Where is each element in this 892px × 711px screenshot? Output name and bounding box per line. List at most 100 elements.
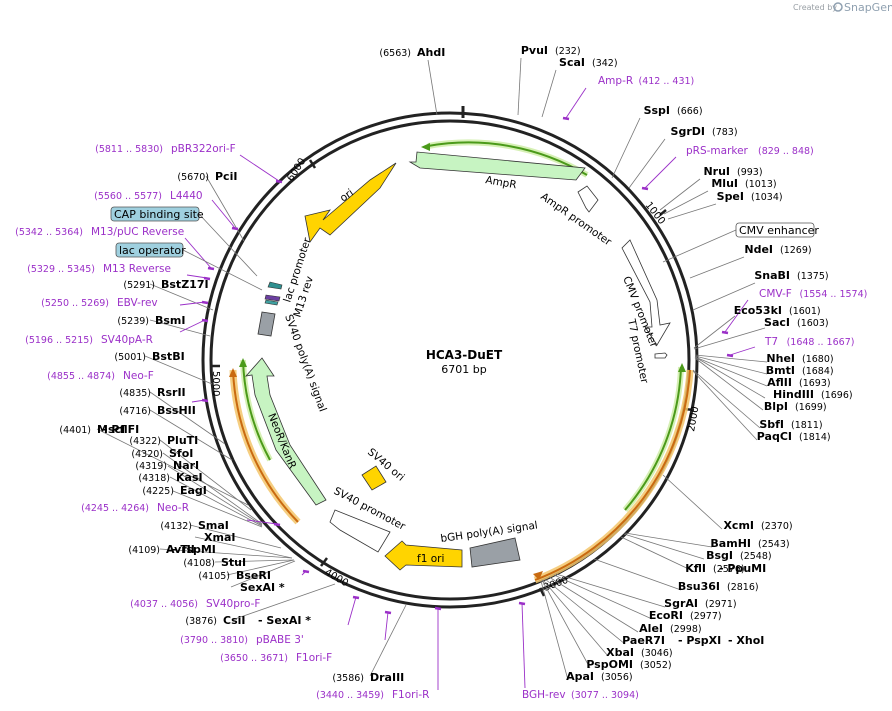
enzyme-label: AflII(1693) [767, 376, 830, 389]
enzyme-label: SnaBI(1375) [754, 269, 828, 282]
enzyme-position: (1811) [791, 420, 823, 431]
enzyme-position: (4225) [142, 486, 174, 497]
enzyme-name: BmtI [766, 364, 795, 377]
enzyme-label: (4108) StuI [183, 556, 246, 569]
enzyme-position: (1601) [789, 306, 821, 317]
enzyme-label: NheI(1680) [766, 352, 833, 365]
backbone-arcs [229, 139, 694, 584]
cmv-promoter-feature [621, 239, 671, 346]
enzyme-label: (4322)PluTI [129, 434, 198, 447]
enzyme-position: (3876) [185, 616, 217, 627]
enzyme-position: (2971) [705, 599, 737, 610]
enzyme-name: PaqCI [757, 430, 792, 443]
inner-features [244, 151, 671, 571]
enzyme-position: (342) [592, 58, 618, 69]
primer-feature-label: (5196 .. 5215)SV40pA-R [25, 334, 153, 346]
sv40-polya-feature [257, 311, 276, 337]
enzyme-name: BsgI [706, 549, 733, 562]
feature-name: pRS-marker [686, 145, 749, 157]
enzyme-label: (5670)PciI [177, 170, 237, 183]
enzyme-position: (1375) [797, 271, 829, 282]
ampr-feature [408, 151, 586, 181]
enzyme-label: (4401)MscI [59, 423, 125, 436]
primer-feature-label: T7 (1648 .. 1667) [764, 336, 854, 348]
enzyme-name: XmaI [204, 531, 235, 544]
feature-name: Neo-R [157, 502, 189, 514]
enzyme-name-secondary: - SexAI * [258, 614, 311, 627]
feature-name: SV40pA-R [101, 334, 153, 346]
primer-feature-label: (3790 .. 3810)pBABE 3' [180, 634, 304, 646]
enzyme-label: (3876)CsiI [185, 614, 245, 627]
snapgene-logo-icon [833, 2, 843, 12]
sv40-ori-feature [361, 465, 387, 491]
enzyme-position: (2977) [690, 611, 722, 622]
enzyme-label: XmaI [204, 531, 235, 544]
feature-range: (4245 .. 4264) [81, 503, 149, 514]
feature-range: (3650 .. 3671) [220, 653, 288, 664]
enzyme-name: ApaI [566, 670, 594, 683]
feature-range: (5560 .. 5577) [94, 191, 162, 202]
enzyme-position: (4105) [198, 571, 230, 582]
enzyme-name: StuI [221, 556, 246, 569]
primer-feature-label: (5811 .. 5830)pBR322ori-F [95, 143, 236, 155]
lac-promoter-feature [267, 281, 283, 290]
enzyme-name: SgrDI [671, 125, 705, 138]
enzyme-name-secondary: - PflFI [103, 423, 139, 436]
enzyme-name: BstBI [152, 350, 185, 363]
feature-name: pBABE 3' [256, 634, 304, 646]
primer-feature-label: (5329 .. 5345)M13 Reverse [27, 263, 171, 275]
enzyme-position: (1693) [799, 378, 831, 389]
feature-range: (3440 .. 3459) [316, 690, 384, 701]
ori-feature [304, 162, 397, 243]
sv40-polya-label: SV40 poly(A) signal [282, 313, 328, 413]
primer-feature-label: (3440 .. 3459) F1ori-R [316, 689, 429, 701]
enzyme-name-secondary: - TspMI [172, 543, 216, 556]
enzyme-label: (4318)KasI [138, 471, 202, 484]
enzyme-position: (1814) [799, 432, 831, 443]
enzyme-label: (4835)RsrII [119, 386, 185, 399]
primer-feature-label: (4855 .. 4874)Neo-F [47, 370, 154, 382]
enzyme-label: (4320)SfoI [131, 447, 193, 460]
enzyme-position: (4322) [129, 436, 161, 447]
enzyme-position: (2576) [713, 564, 745, 575]
enzyme-label: BlpI(1699) [764, 400, 827, 413]
enzyme-label: SacI(1603) [764, 316, 829, 329]
enzyme-name: MluI [711, 177, 738, 190]
enzyme-label: (4109)AvrII [128, 543, 195, 556]
enzyme-label: (4105)BseRI [198, 569, 271, 582]
primer-feature-label: (4245 .. 4264) Neo-R [81, 502, 189, 514]
enzyme-name: XbaI [606, 646, 634, 659]
neo-feature [244, 357, 327, 506]
enzyme-label: Eco53kI(1601) [734, 304, 821, 317]
feature-name: BGH-rev [522, 689, 566, 701]
enzyme-name: SspI [644, 104, 670, 117]
feature-name: T7 [764, 336, 778, 348]
enzyme-position: (4318) [138, 473, 170, 484]
enzyme-label: (3586)DraIII [332, 671, 404, 684]
enzyme-label: ScaI(342) [559, 56, 618, 69]
feature-name: F1ori-R [392, 689, 429, 701]
enzyme-position: (5001) [114, 352, 146, 363]
enzyme-name: PciI [215, 170, 237, 183]
feature-range: (5342 .. 5364) [15, 227, 83, 238]
primer-feature-label: CMV-F(1554 .. 1574) [759, 288, 867, 300]
feature-range: (3077 .. 3094) [571, 690, 639, 701]
feature-name: M13 Reverse [103, 263, 171, 275]
enzyme-label: NruI(993) [703, 165, 762, 178]
enzyme-label: XbaI(3046) [606, 646, 672, 659]
feature-range: (5250 .. 5269) [41, 298, 109, 309]
enzyme-label: KflI(2576) [685, 562, 744, 575]
enzyme-position: (4108) [183, 558, 215, 569]
enzyme-label: Bsu36I(2816) [678, 580, 759, 593]
primer-feature-label: (4037 .. 4056)SV40pro-F [130, 598, 260, 610]
enzyme-position: (666) [677, 106, 703, 117]
enzyme-name: Bsu36I [678, 580, 720, 593]
enzyme-label: XcmI(2370) [723, 519, 792, 532]
feature-range: (1648 .. 1667) [787, 337, 855, 348]
enzyme-name: SfoI [169, 447, 193, 460]
enzyme-name: SmaI [198, 519, 229, 532]
enzyme-label: (4319)NarI [135, 459, 199, 472]
enzyme-label: PspOMI(3052) [586, 658, 671, 671]
ampr-label: AmpR [484, 174, 517, 191]
